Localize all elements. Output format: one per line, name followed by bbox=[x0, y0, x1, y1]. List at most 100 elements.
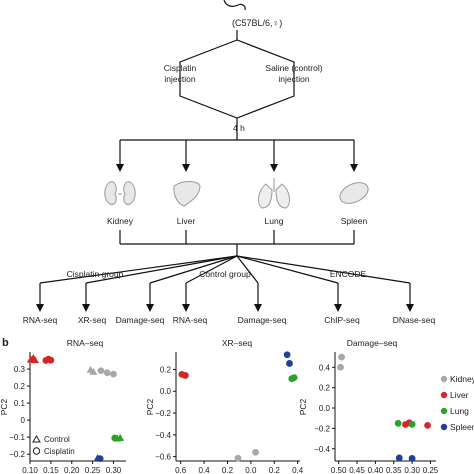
group-label-control: Control group bbox=[199, 269, 251, 279]
mouse-strain-label: (C57BL/6,♀) bbox=[232, 18, 282, 28]
y-tick-label: −0.2 bbox=[9, 450, 25, 459]
data-point-kidney bbox=[89, 367, 98, 375]
xr-seq-marks: 0.2 0.0 −0.2 −0.4 −0.6 0.6 0.4 0.2 0.0 0.2 0.4 bbox=[155, 351, 304, 474]
data-point-liver bbox=[31, 356, 40, 364]
y-axis-label: PC2 bbox=[0, 398, 9, 415]
data-point-spleen bbox=[286, 360, 293, 367]
lung-icon bbox=[258, 178, 290, 209]
data-point-liver bbox=[424, 421, 431, 429]
y-tick-label: −0.6 bbox=[155, 453, 171, 462]
x-tick-label: 0.25 bbox=[423, 466, 439, 474]
kidney-icon bbox=[104, 181, 136, 205]
assay-label: Damage-seq bbox=[116, 315, 165, 325]
flow-line bbox=[179, 39, 295, 119]
x-tick-label: 0.4 bbox=[199, 466, 211, 474]
data-point-kidney bbox=[252, 448, 259, 456]
organ-label-lung: Lung bbox=[265, 216, 284, 226]
y-tick-label: −0.2 bbox=[314, 424, 330, 433]
x-tick-label: 0.2 bbox=[269, 466, 281, 474]
saline-injection-label-1: Saline (control) bbox=[265, 63, 322, 73]
legend-label-liver: Liver bbox=[450, 390, 469, 400]
plot-title: XR–seq bbox=[222, 338, 253, 348]
x-tick-label: 0.10 bbox=[22, 466, 38, 474]
triangle-icon bbox=[32, 435, 41, 443]
y-tick-label: −0.4 bbox=[314, 445, 330, 454]
organ-label-liver: Liver bbox=[177, 216, 196, 226]
data-point-kidney bbox=[97, 367, 105, 375]
x-tick-label: 0.20 bbox=[64, 466, 80, 474]
y-tick-label: 0.0 bbox=[160, 387, 172, 396]
assay-label: DNase-seq bbox=[393, 315, 436, 325]
liver-icon bbox=[173, 181, 201, 207]
assay-label: Damage-seq bbox=[238, 315, 287, 325]
shape-legend-control: Control bbox=[44, 435, 70, 444]
panel-label-b: b bbox=[2, 337, 9, 349]
legend-label-lung: Lung bbox=[450, 406, 469, 416]
y-tick-label: 0.0 bbox=[319, 404, 331, 413]
x-tick-label: 0.30 bbox=[404, 466, 420, 474]
y-axis-label: PC2 bbox=[298, 398, 308, 415]
x-tick-label: 0.2 bbox=[222, 466, 234, 474]
x-tick-label: 0.50 bbox=[331, 466, 347, 474]
experiment-flowchart: (C57BL/6,♀) Cisplatin injection Saline (… bbox=[23, 0, 436, 325]
organ-arrows bbox=[116, 140, 358, 172]
data-point-kidney bbox=[110, 370, 117, 378]
organ-color-legend: Kidney Liver Lung Spleen bbox=[440, 374, 474, 432]
y-tick-label: −0.2 bbox=[155, 409, 171, 418]
data-point-spleen bbox=[408, 455, 416, 462]
y-tick-label: −0.4 bbox=[155, 431, 171, 440]
y-tick-label: 0.2 bbox=[160, 365, 172, 374]
legend-label-spleen: Spleen bbox=[450, 422, 474, 432]
circle-icon bbox=[32, 447, 41, 455]
saline-injection-label-2: injection bbox=[278, 74, 309, 84]
x-tick-label: 0.4 bbox=[292, 466, 304, 474]
data-point-kidney bbox=[338, 353, 346, 361]
x-tick-label: 0.35 bbox=[386, 466, 402, 474]
assay-label: RNA-seq bbox=[23, 315, 58, 325]
data-point-kidney bbox=[337, 363, 344, 371]
organ-label-kidney: Kidney bbox=[107, 216, 134, 226]
x-tick-label: 0.0 bbox=[245, 466, 257, 474]
cisplatin-injection-label-1: Cisplatin bbox=[164, 63, 197, 73]
legend-dot-kidney bbox=[440, 375, 448, 383]
organ-merge-lines bbox=[39, 230, 411, 284]
data-point-kidney bbox=[234, 454, 242, 462]
x-tick-label: 0.15 bbox=[43, 466, 59, 474]
shape-legend-cisplatin: Cisplatin bbox=[44, 447, 75, 456]
x-tick-label: 0.45 bbox=[349, 466, 365, 474]
mouse-icon bbox=[223, 0, 246, 11]
y-axis-label: PC2 bbox=[145, 398, 155, 415]
data-point-spleen bbox=[395, 454, 403, 462]
legend-dot-spleen bbox=[440, 423, 448, 431]
data-point-lung bbox=[394, 419, 402, 427]
plot-title: Damage–seq bbox=[347, 338, 398, 348]
assay-label: RNA-seq bbox=[173, 315, 208, 325]
data-point-liver bbox=[47, 356, 55, 364]
legend-dot-lung bbox=[440, 407, 448, 415]
data-point-spleen bbox=[283, 351, 291, 359]
group-label-encode: ENCODE bbox=[330, 269, 367, 279]
y-tick-label: 0.3 bbox=[14, 365, 26, 374]
plot-title: RNA–seq bbox=[67, 338, 104, 348]
y-tick-label: 0 bbox=[21, 416, 26, 425]
y-tick-label: 0.1 bbox=[14, 399, 26, 408]
assay-label: XR-seq bbox=[78, 315, 107, 325]
x-tick-label: 0.40 bbox=[368, 466, 384, 474]
legend-dot-liver bbox=[440, 391, 448, 399]
data-point-lung bbox=[408, 420, 416, 428]
data-point-lung bbox=[290, 374, 298, 382]
y-tick-label: 0.4 bbox=[319, 363, 331, 372]
shape-legend: Control Cisplatin bbox=[32, 435, 75, 456]
x-tick-label: 0.25 bbox=[85, 466, 101, 474]
time-label: 4 h bbox=[233, 123, 245, 133]
assay-arrows bbox=[36, 283, 414, 312]
x-tick-label: 0.6 bbox=[175, 466, 187, 474]
cisplatin-injection-label-2: injection bbox=[164, 74, 195, 84]
data-point-lung bbox=[116, 433, 125, 441]
assay-label: ChIP-seq bbox=[324, 315, 360, 325]
